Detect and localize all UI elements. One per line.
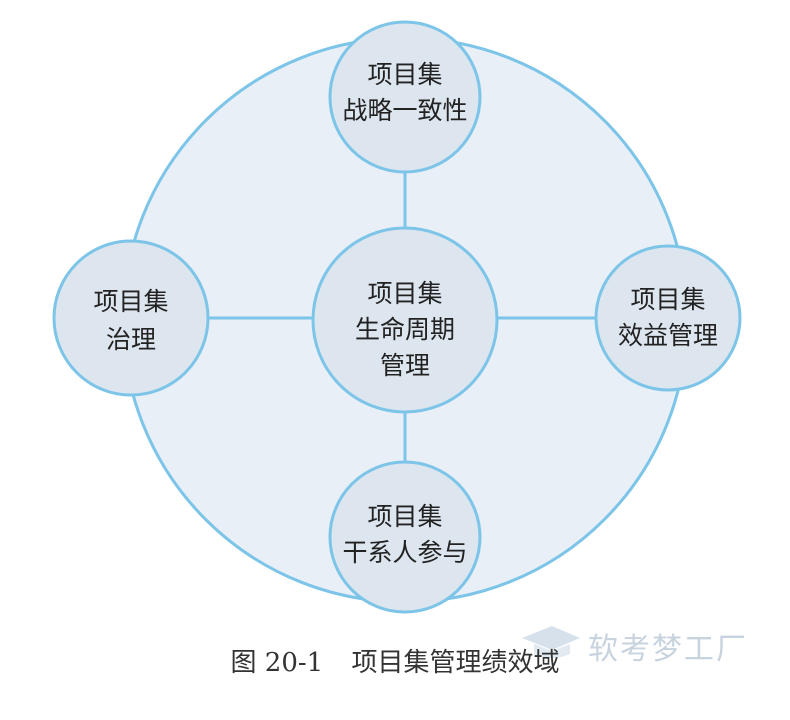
node-center-line2: 生命周期: [355, 315, 455, 344]
node-center: 项目集 生命周期 管理: [311, 226, 499, 414]
watermark: 软考梦工厂: [518, 618, 768, 667]
node-top: 项目集 战略一致性: [328, 20, 482, 174]
node-center-line3: 管理: [380, 351, 430, 380]
figure-title: 项目集管理绩效域: [351, 648, 560, 678]
node-top-line2: 战略一致性: [342, 96, 467, 125]
node-left-line1: 项目集: [93, 287, 168, 316]
node-right-line2: 效益管理: [618, 321, 718, 350]
node-top-line1: 项目集: [367, 60, 442, 89]
node-right: 项目集 效益管理: [594, 244, 742, 392]
figure-caption: 图 20-1 项目集管理绩效域: [0, 642, 790, 679]
watermark-text: 软考梦工厂: [588, 632, 748, 667]
node-center-line1: 项目集: [367, 279, 442, 308]
node-bottom-line2: 干系人参与: [342, 538, 467, 567]
node-left-line2: 治理: [106, 325, 156, 354]
node-left: 项目集 治理: [52, 239, 210, 397]
figure-number: 图 20-1: [230, 648, 324, 678]
node-bottom-line1: 项目集: [367, 502, 442, 531]
node-right-line1: 项目集: [630, 285, 705, 314]
node-bottom: 项目集 干系人参与: [328, 460, 482, 614]
graduation-cap-icon: [522, 626, 580, 658]
